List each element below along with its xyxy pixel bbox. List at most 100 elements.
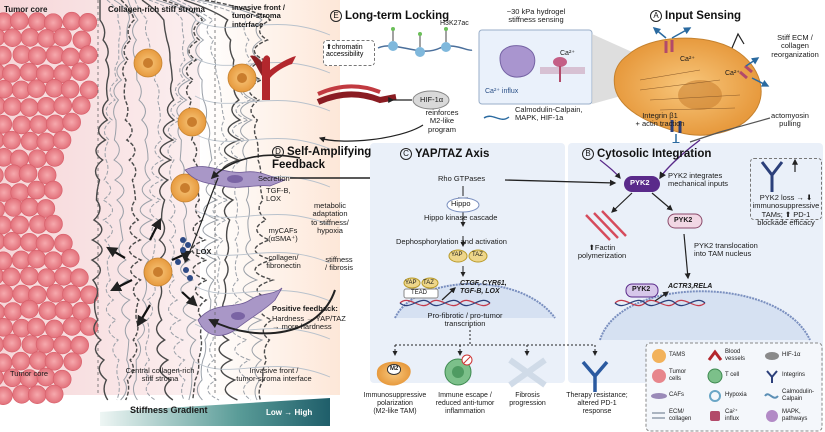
stiffness-gradient-bar (100, 398, 330, 426)
tam-nucleus (678, 80, 722, 110)
reinforces-label: reinforces M2-like program (425, 108, 459, 134)
tumor-cell (26, 317, 46, 337)
tumor-cell (3, 28, 22, 48)
hydrogel-cell (499, 45, 536, 78)
tumor-cell (20, 28, 40, 47)
tumor-cell (11, 351, 31, 371)
ca-small-label: Ca²⁺ (560, 50, 575, 57)
legend-label: ECM/ collagen (669, 409, 692, 422)
ca-influx-label: Ca²⁺ influx (485, 88, 519, 95)
tumor-cell (62, 317, 82, 336)
tumor-cell (37, 268, 56, 288)
stroma-label-bottom: Central collagen-rich stiff stroma (125, 366, 195, 384)
tam-nucleus (143, 58, 153, 68)
legend-icons (651, 349, 779, 422)
tumor-cell (71, 96, 91, 115)
transcription-arrow (441, 287, 456, 301)
stiffness-gradient-range: Low → High (266, 408, 313, 417)
rho-to-pyk2-arrow (504, 179, 617, 187)
interface-fiber (194, 247, 331, 264)
tumor-cell (44, 214, 63, 234)
tumor-cell (62, 11, 82, 31)
stiffness-gradient-label: Stiffness Gradient (130, 405, 208, 415)
tumor-cell (53, 96, 73, 116)
pyk2-c-label: PYK2 (632, 286, 651, 293)
panel-d-letter: D (272, 146, 284, 158)
legend-label: CAFs (669, 392, 684, 398)
tumor-cell (1, 267, 21, 287)
blood-vessel (250, 55, 262, 76)
collagen-fiber (120, 0, 143, 401)
hif-icon (765, 352, 779, 360)
tumor-cell (70, 268, 89, 287)
m2-badge: M2 (387, 364, 402, 375)
tumor-cell (0, 46, 12, 65)
dna-helix (399, 299, 491, 307)
ion-channel (553, 57, 567, 67)
yap-label: YAP (451, 252, 463, 258)
tumor-cell (71, 62, 90, 82)
tam-nucleus (180, 183, 190, 193)
yap-bound-label: YAP (405, 280, 417, 286)
tumor-cell (80, 285, 99, 305)
tumor-cell (0, 115, 13, 134)
pyk2-loss-box (750, 158, 822, 220)
tumor-cell (63, 352, 82, 372)
chromatin-label: ⬆chromatin accessibility (323, 40, 375, 66)
ca-label-b: Ca²⁺ (725, 70, 740, 77)
interface-fiber (194, 209, 331, 226)
tumor-cell (27, 385, 47, 404)
rho-label: Rho GTPases (438, 174, 486, 183)
translocation-label: PYK2 translocation into TAM nucleus (694, 241, 758, 259)
targets-label: CTGF, CYR61, TGF-B, LOX (460, 280, 507, 295)
tam-cells (133, 48, 257, 287)
tumor-cell (11, 250, 31, 270)
collagen-fiber (689, 117, 771, 143)
legend-label: MAPK, pathways (782, 409, 808, 422)
pathways-label: Calmodulin-Calpain, MAPK, HIF-1a (515, 105, 583, 123)
legend-label: Ca²⁺ influx (725, 409, 740, 422)
interface-fiber (194, 57, 331, 74)
force-arrows (106, 218, 198, 327)
tumor-cell (62, 284, 81, 304)
tumor-cell (20, 197, 39, 217)
pyk2-nucleus-arrow (683, 233, 691, 280)
tumor-cell (44, 351, 64, 371)
legend-label: Calmodulin- Calpain (782, 389, 815, 402)
collagen-fiber (113, 0, 131, 401)
integrin-icon (766, 370, 778, 383)
tumor-cell (70, 335, 89, 355)
tumor-cell (35, 233, 55, 253)
taz-label: TAZ (472, 252, 483, 258)
hippo-node (446, 197, 480, 213)
tumor-cell (18, 164, 38, 183)
ca-label-a: Ca²⁺ (680, 56, 695, 63)
outcome-immune-escape: Immune escape / reduced anti-tumor infla… (435, 392, 495, 415)
stroma-label-top: Collagen-rich stiff stroma (108, 5, 205, 14)
tumor-cell (60, 79, 80, 99)
tumor-cell (45, 45, 65, 65)
tumor-core-label-bottom: Tumor core (10, 369, 49, 378)
h3k27ac-label: H3K27ac (440, 20, 469, 27)
tumor-cell (36, 199, 56, 218)
panel-b-title-text: Cytosolic Integration (597, 148, 712, 160)
outcome-fibrosis: Fibrosis progression (509, 392, 546, 407)
tcell-icon (707, 368, 723, 384)
tumor-cell (71, 302, 91, 321)
tumor-cell (62, 112, 81, 132)
tumor-cell (45, 78, 64, 98)
tumor-cell (52, 369, 72, 389)
legend-label: TAMS (669, 352, 686, 358)
invasive-label-top: Invasive front / tumor-stroma interface (232, 3, 285, 29)
tumor-cell (2, 130, 21, 150)
chromatin-strand (377, 27, 473, 57)
tumor-cell (43, 180, 63, 200)
tumor-cell (43, 13, 63, 32)
tumor-cell (60, 248, 80, 268)
tumor-cell (54, 300, 74, 320)
collagen-fiber (141, 0, 176, 401)
collagen-fiber (90, 0, 110, 401)
